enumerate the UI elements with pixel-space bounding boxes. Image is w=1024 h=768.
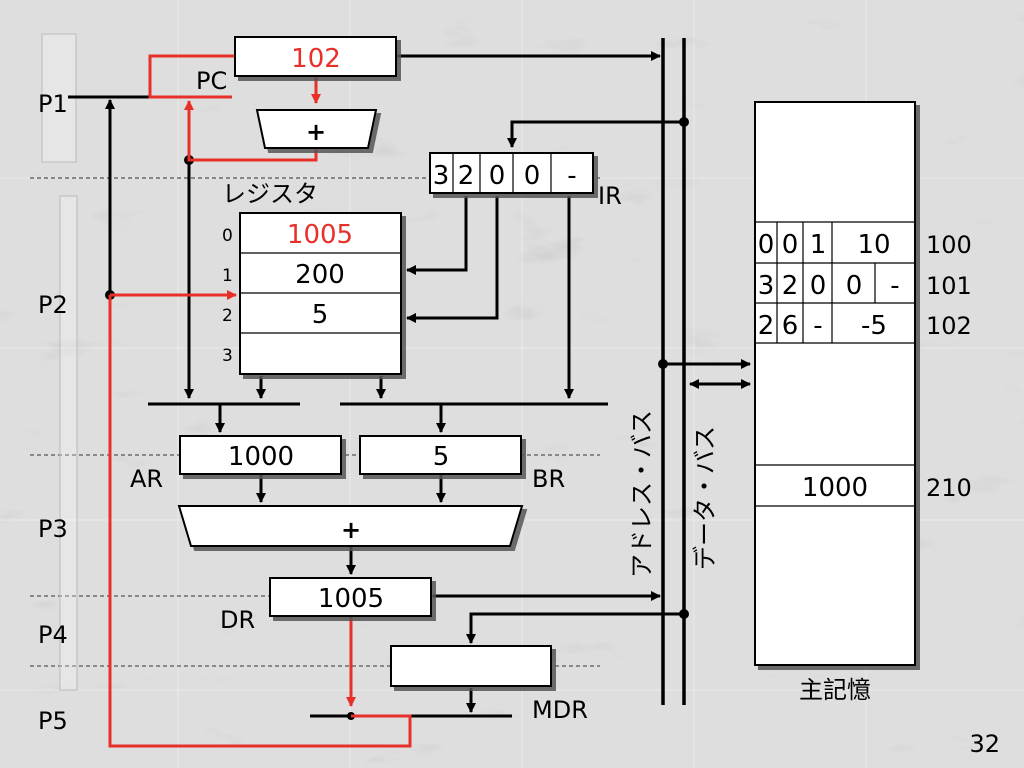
ir-field-1: 2 (458, 161, 475, 191)
ar-register: 1000 AR (130, 435, 342, 493)
register-file-title: レジスタ (222, 180, 318, 208)
pc-register: 102 PC (196, 36, 397, 95)
memory-address-100: 100 (926, 231, 972, 259)
phase-label-p5: P5 (38, 707, 68, 735)
memory-101-field-3: 0 (846, 271, 863, 301)
br-value: 5 (433, 442, 450, 472)
red-wires (108, 54, 412, 748)
register-2-value: 5 (312, 300, 329, 330)
phase-labels: P1 P2 P3 P4 P5 (38, 90, 68, 735)
memory-101-field-4: - (890, 271, 899, 301)
memory-101-field-1: 2 (782, 271, 799, 301)
ir-field-4: - (567, 161, 576, 191)
slide-number: 32 (969, 730, 1000, 758)
br-label: BR (532, 465, 565, 493)
memory-address-210: 210 (926, 474, 972, 502)
memory-102-field-3: -5 (861, 311, 887, 341)
pc-incrementer: + (255, 109, 378, 149)
data-bus-label: データ・バス (691, 426, 719, 570)
mdr-register: MDR (390, 645, 588, 724)
memory-101-field-0: 3 (758, 271, 775, 301)
dr-value: 1005 (318, 584, 384, 614)
phase-label-p2: P2 (38, 291, 68, 319)
ir-field-2: 0 (489, 161, 506, 191)
memory-address-101: 101 (926, 272, 972, 300)
memory-address-102: 102 (926, 312, 972, 340)
memory-102-field-2: - (813, 311, 822, 341)
memory-210-value: 1000 (802, 473, 868, 503)
junction-dots (105, 117, 689, 720)
memory-102-field-0: 2 (758, 311, 775, 341)
pc-label: PC (196, 67, 227, 95)
alu-symbol: + (341, 516, 361, 544)
register-file: レジスタ 0 1 2 3 1005 200 5 (222, 180, 402, 375)
register-index-2: 2 (222, 306, 233, 326)
register-index-3: 3 (222, 346, 233, 366)
memory-100-field-1: 0 (782, 230, 799, 260)
incrementer-symbol: + (306, 118, 326, 146)
instruction-register: 3 2 0 0 - IR (429, 152, 622, 210)
dr-register: 1005 DR (220, 577, 432, 634)
phase-bars (41, 33, 78, 691)
memory-100-field-2: 1 (810, 230, 827, 260)
alu: + (177, 505, 524, 547)
memory-101-field-2: 0 (810, 271, 827, 301)
phase-label-p4: P4 (38, 621, 68, 649)
ir-field-3: 0 (524, 161, 541, 191)
br-register: 5 BR (359, 435, 565, 493)
buses (661, 38, 686, 705)
mdr-label: MDR (532, 696, 588, 724)
memory-100-field-3: 10 (857, 230, 890, 260)
register-0-value: 1005 (287, 220, 353, 250)
address-bus-label: アドレス・バス (628, 410, 656, 578)
memory-102-field-1: 6 (782, 311, 799, 341)
register-index-1: 1 (222, 266, 233, 286)
ar-label: AR (130, 465, 163, 493)
ir-label: IR (598, 182, 622, 210)
phase-separators (30, 177, 600, 667)
dr-label: DR (220, 606, 255, 634)
main-memory: 0 0 1 10 100 3 2 0 0 - 101 2 6 - -5 102 … (754, 101, 972, 704)
register-index-0: 0 (222, 226, 233, 246)
register-1-value: 200 (295, 260, 345, 290)
pc-value: 102 (291, 44, 341, 74)
main-memory-title: 主記憶 (799, 676, 871, 704)
memory-100-field-0: 0 (758, 230, 775, 260)
phase-label-p3: P3 (38, 515, 68, 543)
phase-label-p1: P1 (38, 90, 68, 118)
ar-value: 1000 (228, 442, 294, 472)
ir-field-0: 3 (433, 161, 450, 191)
black-wires (68, 51, 751, 718)
